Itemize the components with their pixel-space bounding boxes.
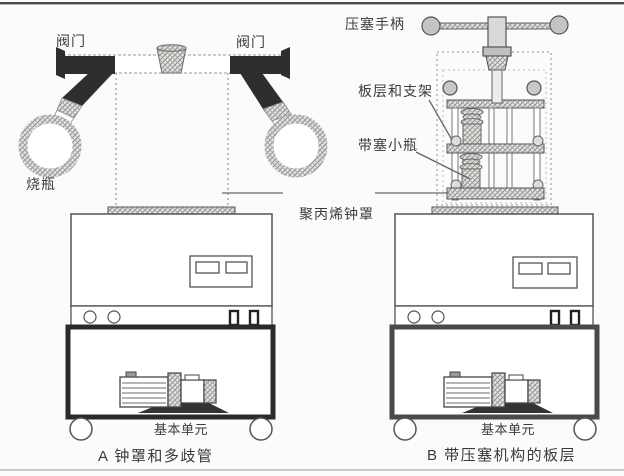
stoppering-handle-drawing [421,15,569,104]
label-stoppering-handle: 压塞手柄 [345,16,405,32]
vial-lower [459,153,483,189]
handle-ball [549,15,569,35]
display-panel-b [512,256,578,289]
switch [228,309,240,327]
bell-jar-a [115,73,229,207]
bushing [450,135,462,147]
caster [573,417,597,441]
vial-upper [460,108,484,145]
leader-lines [222,99,471,194]
knob [431,310,445,324]
shelves-leader [428,99,453,141]
valve-left [50,47,115,133]
vials-leader [415,151,471,180]
knob [407,310,421,324]
caster [69,417,93,441]
label-valve-right: 阀门 [236,34,266,50]
shelf-mechanism [442,80,545,201]
post-knob [526,80,542,96]
base-unit-b-drawing [389,213,600,441]
vacuum-pump-a [119,371,229,413]
label-base-unit-a: 基本单元 [154,422,209,437]
switch [569,309,581,327]
guide-post [451,107,459,201]
flask-left [18,114,82,178]
mid-shelf [446,143,545,154]
page-top-rule [0,2,624,5]
caster [249,417,273,441]
label-base-unit-b: 基本单元 [481,422,536,437]
caption-panel-a: A 钟罩和多歧管 [98,448,214,465]
bottom-shelf [446,187,545,200]
label-stoppered-vials: 带塞小瓶 [358,137,418,153]
base-unit-a-drawing [65,213,276,441]
knob [83,310,97,324]
switch [549,309,561,327]
screw-rod [491,69,503,104]
label-bell-jar: 聚丙烯钟罩 [299,206,374,222]
label-shelves-support: 板层和支架 [358,83,433,99]
switch [248,309,260,327]
label-valve-left: 阀门 [56,33,86,49]
handle-ball [421,16,441,36]
vacuum-pump-b [443,371,553,413]
page-bottom-rule [0,469,624,471]
panel-b-drawing [389,15,600,441]
caption-panel-b: B 带压塞机构的板层 [427,447,577,464]
guide-post [533,107,541,201]
display-panel-a [189,255,253,288]
control-strip-a [70,305,273,328]
label-flask: 烧瓶 [26,176,56,192]
caster [393,417,417,441]
panel-a-drawing [18,44,328,441]
flask-right [264,114,328,178]
center-stopper [156,47,187,74]
control-strip-b [394,305,594,328]
bushing [532,135,544,147]
post-knob [442,80,458,96]
knob [107,310,121,324]
